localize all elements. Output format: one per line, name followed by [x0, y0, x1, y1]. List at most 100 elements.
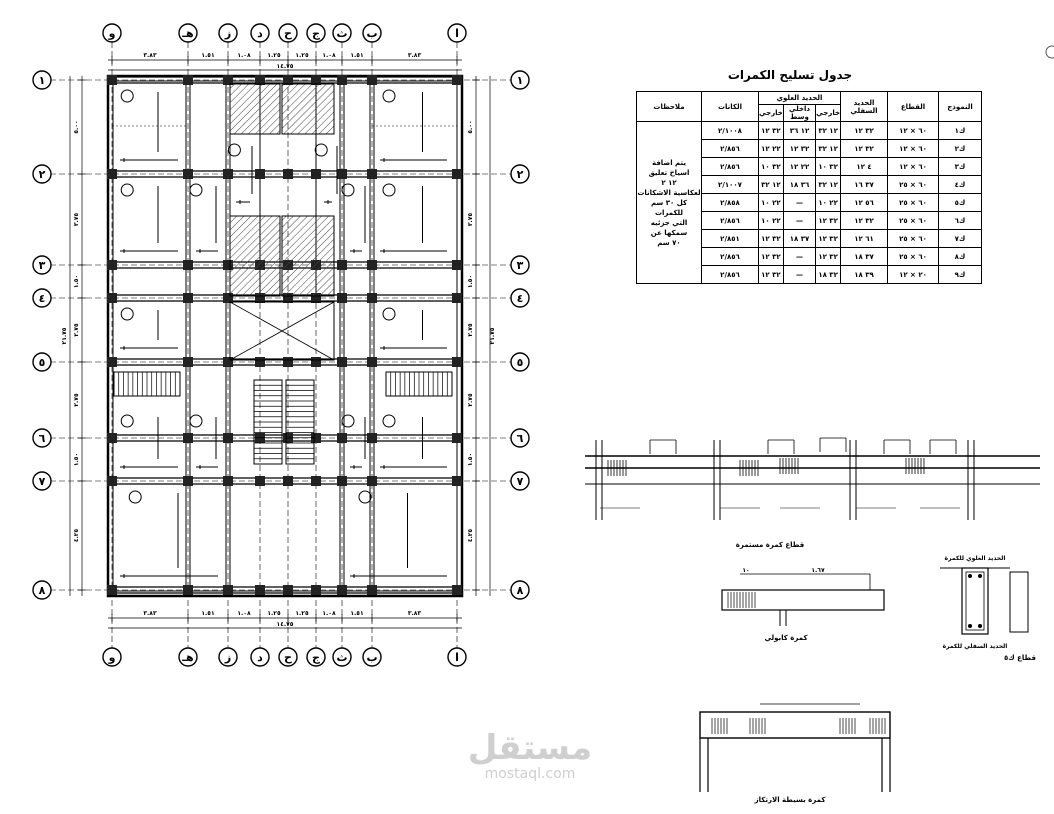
row-label-right-bubble [510, 255, 530, 275]
top-outer-2: ٣٢ ١٢ [758, 247, 784, 266]
column [337, 169, 347, 179]
caption-cantilever: كمرة كابولي [764, 634, 808, 642]
row-label-left-bubble [32, 70, 52, 90]
top-inner: ٢٢ ١٢ [782, 157, 817, 176]
bottom-steel: ٣٢ ١٢ [840, 211, 888, 230]
col-top-outer: خارجي [815, 104, 841, 122]
row-label-left: ٤ [39, 292, 46, 305]
bottom-steel: ٣٧ ١٨ [840, 247, 888, 266]
column [223, 585, 233, 595]
column [337, 357, 347, 367]
bottom-steel: ٣٩ ١٨ [840, 265, 888, 284]
slab-mark [227, 143, 241, 157]
row-label-right: ٥ [517, 356, 524, 369]
top-outer-2: ٢٢ ١٠ [758, 211, 784, 230]
top-outer-2: ٢٢ ١٠ [758, 193, 784, 212]
cantilever-beam [721, 589, 885, 611]
col-label-top-bubble [278, 23, 298, 43]
column [311, 476, 321, 486]
top-outer: ٣٢ ١٢ [815, 229, 841, 248]
stirrups: ٢/٨٥٦ [701, 265, 759, 284]
beam-id: ك٥ [938, 193, 982, 212]
column [107, 293, 117, 303]
col-label-bottom-bubble [332, 647, 352, 667]
dim-value: ٢.٧٥ [73, 323, 80, 337]
column [223, 75, 233, 85]
dim-value: ٢.٧٥ [73, 393, 80, 407]
col-label-bottom: د [257, 651, 263, 664]
caption-continuous-beam: قطاع كمرة مستمرة [736, 541, 805, 549]
column [367, 293, 377, 303]
dim-value: ٤.٢٥ [467, 529, 474, 543]
beam-section: ٢٠ × ١٢ [887, 265, 939, 284]
col-label-bottom: ب [366, 651, 377, 664]
col-label-top-bubble [447, 23, 467, 43]
column [367, 433, 377, 443]
dim-value: ٣.٧٥ [467, 213, 474, 227]
dim-value: ١.٦٧ [811, 567, 825, 574]
column [107, 357, 117, 367]
col-label-bottom: هـ [181, 651, 193, 664]
col-label-bottom-bubble [362, 647, 382, 667]
column [107, 585, 117, 595]
dim-value: ١.٠٨ [237, 610, 251, 617]
top-outer: ٣٢ ١٢ [815, 247, 841, 266]
dim-value: ١.٠٨ [322, 610, 336, 617]
beam-section: ٦٠ × ٢٥ [887, 229, 939, 248]
row-label-right: ٣ [517, 259, 524, 272]
column [367, 75, 377, 85]
column [311, 169, 321, 179]
col-top-outer-2: خارجي [758, 104, 784, 122]
col-label-top-bubble [306, 23, 326, 43]
column [223, 260, 233, 270]
row-label-right-bubble [510, 164, 530, 184]
col-section: القطاع [887, 91, 939, 122]
beam-id: ك٧ [938, 229, 982, 248]
top-outer-2: ٣٢ ١٢ [758, 229, 784, 248]
stirrups: ٢/٨٥٨ [701, 193, 759, 212]
beam-id: ك٨ [938, 247, 982, 266]
top-outer: ٣٢ ١٠ [815, 157, 841, 176]
watermark-arabic: مستقل [467, 728, 593, 768]
row-label-left: ٥ [39, 356, 46, 369]
dim-total: ٢١.٧٥ [489, 327, 496, 344]
column [183, 476, 193, 486]
row-label-right: ١ [517, 74, 524, 87]
dim-value: ١.٥٠ [73, 453, 80, 466]
beam-section: ٦٠ × ٢٥ [887, 211, 939, 230]
dim-value: ١.٥١ [201, 610, 214, 617]
col-label-bottom-bubble [447, 647, 467, 667]
col-label-top: د [257, 27, 263, 40]
col-label-top: هـ [181, 27, 193, 40]
col-label-top: ح [284, 27, 292, 40]
row-label-left-bubble [32, 352, 52, 372]
column [107, 476, 117, 486]
col-label-top-bubble [332, 23, 352, 43]
row-label-right: ٤ [517, 292, 524, 305]
top-outer: ٣٢ ١٢ [815, 211, 841, 230]
stirrups: ٢/٨٥٦ [701, 247, 759, 266]
column [283, 293, 293, 303]
stirrups: ٢/١٠٠٨ [701, 121, 759, 140]
column [183, 585, 193, 595]
stair-flight [253, 379, 283, 465]
dim-value: ٣.٨٣ [143, 52, 157, 59]
column [452, 169, 462, 179]
column [337, 293, 347, 303]
top-outer: ٣٢ ١٨ [815, 265, 841, 284]
column [283, 476, 293, 486]
column [183, 293, 193, 303]
column [255, 75, 265, 85]
column [283, 357, 293, 367]
dim-value: ٤.٢٥ [73, 529, 80, 543]
slab-outline [106, 74, 464, 598]
stirrup [965, 571, 985, 631]
column [337, 585, 347, 595]
slab-mark [382, 89, 396, 103]
beam-id: ك٤ [938, 175, 982, 194]
beam-section: ٦٠ × ٢٥ [887, 193, 939, 212]
row-label-left: ٢ [39, 168, 46, 181]
